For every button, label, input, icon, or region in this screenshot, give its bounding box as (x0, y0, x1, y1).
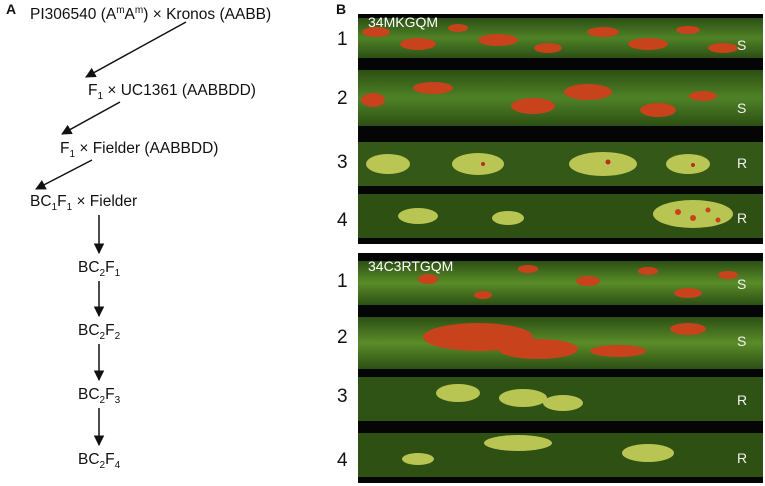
rust-pustules-row-1 (362, 24, 738, 53)
cross-1-node: PI306540 (AmAm) × Kronos (AABB) (30, 2, 271, 24)
parent-1-genome: (AmAm) (100, 5, 149, 24)
generation-bc2f1: BC2F1 (78, 259, 121, 280)
row-number: 1 (337, 29, 348, 50)
rating-label: R (737, 155, 748, 171)
rating-label: R (737, 392, 748, 408)
chlorotic-lesions-row-4 (398, 200, 733, 228)
rating-label: S (737, 37, 747, 53)
arrow-cross1-to-cross2 (85, 21, 187, 78)
chlorotic-lesions-row-4 (402, 435, 674, 465)
panel-a-letter: A (6, 1, 17, 17)
row-number: 1 (337, 271, 348, 292)
rating-label: S (737, 276, 747, 292)
row-number: 3 (337, 386, 348, 407)
rating-label: S (737, 100, 747, 116)
leaf-row-1 (358, 18, 763, 58)
chlorotic-lesions-row-3 (436, 384, 583, 411)
row-number: 2 (337, 88, 348, 109)
row-number: 2 (337, 327, 348, 348)
pedigree-arrows (35, 21, 187, 447)
rating-label: S (737, 333, 747, 349)
row-number: 3 (337, 152, 348, 173)
rust-pustules-row-2 (423, 323, 706, 359)
arrow-cross2-to-cross3 (61, 101, 121, 135)
rust-pustules-row-1 (418, 265, 738, 299)
panel-b-letter: B (336, 1, 347, 17)
cross-3-node: F1 × Fielder (AABBDD) (60, 140, 219, 161)
isolate-label-block-2: 34C3RTGQM (368, 258, 454, 274)
generation-bc2f2: BC2F2 (78, 322, 121, 343)
rating-label: R (737, 210, 748, 226)
parent-2-name: Kronos (AABB) (166, 6, 272, 24)
isolate-label-block-1: 34MKGQM (368, 14, 439, 30)
leaf-photo-block-1 (358, 14, 763, 244)
parent-1-name: PI306540 (30, 6, 97, 24)
row-number: 4 (337, 210, 348, 231)
cross-2-node: F1 × UC1361 (AABBDD) (88, 82, 256, 103)
arrow-cross3-to-cross4 (35, 159, 93, 190)
cross-4-node: BC1F1 × Fielder (30, 193, 138, 214)
cross-symbol: × (148, 6, 167, 24)
generation-bc2f4: BC2F4 (78, 451, 121, 472)
leaf-photo-block-2 (358, 253, 763, 483)
row-number: 4 (337, 450, 348, 471)
rating-label: R (737, 450, 748, 466)
rust-pustules-row-2 (361, 82, 717, 117)
generation-bc2f3: BC2F3 (78, 386, 121, 407)
chlorotic-lesions-row-3 (366, 152, 710, 176)
